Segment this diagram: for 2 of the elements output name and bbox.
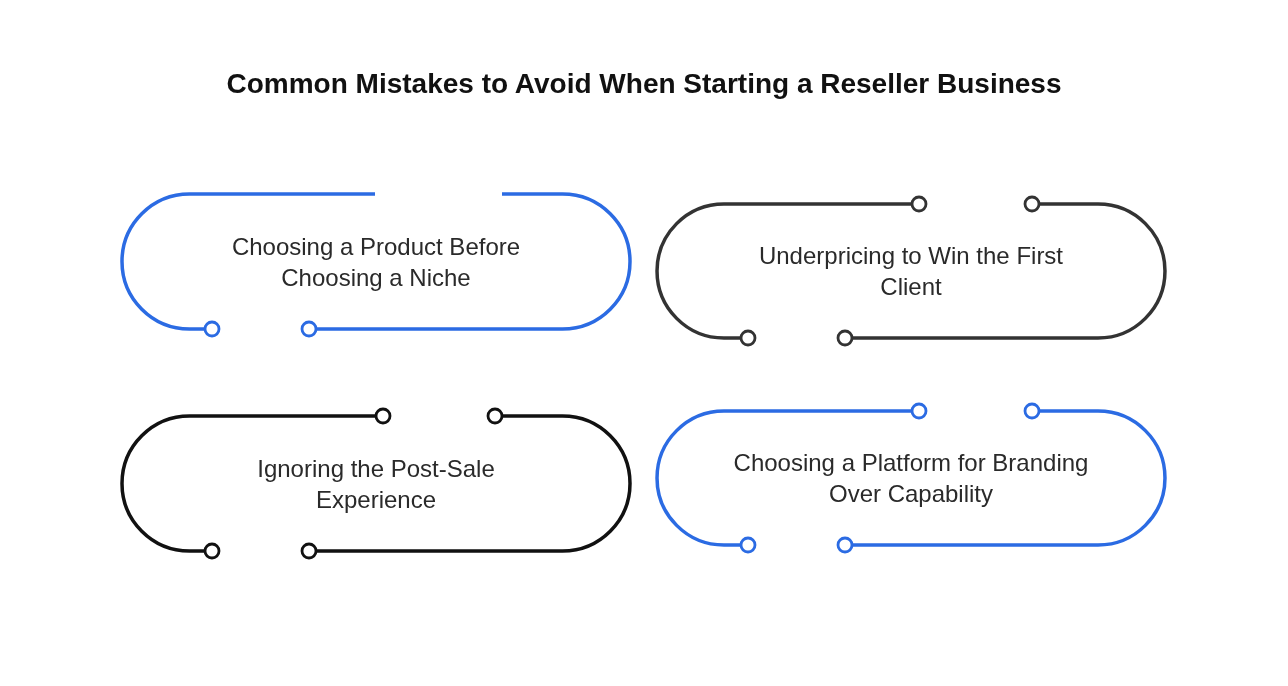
mistake-text: Choosing a Product Before Choosing a Niche	[230, 231, 522, 293]
title: Common Mistakes to Avoid When Starting a Reseller Business	[226, 68, 1062, 99]
